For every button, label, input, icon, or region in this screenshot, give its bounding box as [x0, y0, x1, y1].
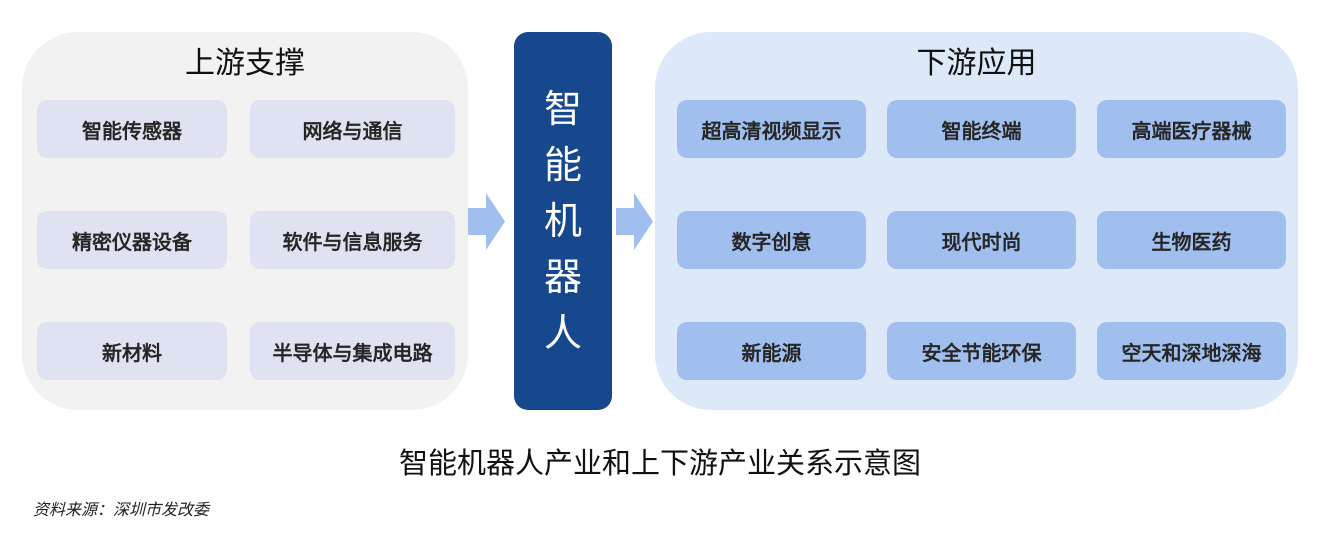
downstream-item: 生物医药: [1097, 211, 1286, 269]
upstream-item: 智能传感器: [37, 100, 227, 158]
arrow-right-icon: [616, 193, 653, 250]
core-char: 机: [543, 199, 582, 243]
upstream-item: 网络与通信: [250, 100, 455, 158]
core-robot-block: 智 能 机 器 人: [514, 32, 612, 410]
downstream-item: 空天和深地深海: [1097, 322, 1286, 380]
downstream-panel: 下游应用 超高清视频显示智能终端高端医疗器械数字创意现代时尚生物医药新能源安全节…: [655, 32, 1298, 410]
downstream-item: 数字创意: [677, 211, 866, 269]
downstream-item: 智能终端: [887, 100, 1076, 158]
downstream-item: 超高清视频显示: [677, 100, 866, 158]
source-note: 资料来源：深圳市发改委: [33, 500, 210, 519]
arrow-right-icon: [468, 193, 505, 250]
downstream-item: 高端医疗器械: [1097, 100, 1286, 158]
core-char: 人: [543, 311, 582, 355]
upstream-title: 上游支撑: [185, 46, 305, 81]
core-char: 智: [543, 87, 582, 131]
upstream-item: 精密仪器设备: [37, 211, 227, 269]
diagram-caption: 智能机器人产业和上下游产业关系示意图: [398, 446, 921, 480]
core-char: 能: [543, 143, 582, 187]
upstream-item: 新材料: [37, 322, 227, 380]
upstream-panel: 上游支撑 智能传感器网络与通信精密仪器设备软件与信息服务新材料半导体与集成电路: [22, 32, 468, 410]
downstream-item: 现代时尚: [887, 211, 1076, 269]
upstream-item: 半导体与集成电路: [250, 322, 455, 380]
downstream-item: 安全节能环保: [887, 322, 1076, 380]
downstream-title: 下游应用: [916, 46, 1037, 81]
downstream-item: 新能源: [677, 322, 866, 380]
upstream-item: 软件与信息服务: [250, 211, 455, 269]
core-char: 器: [543, 255, 582, 299]
